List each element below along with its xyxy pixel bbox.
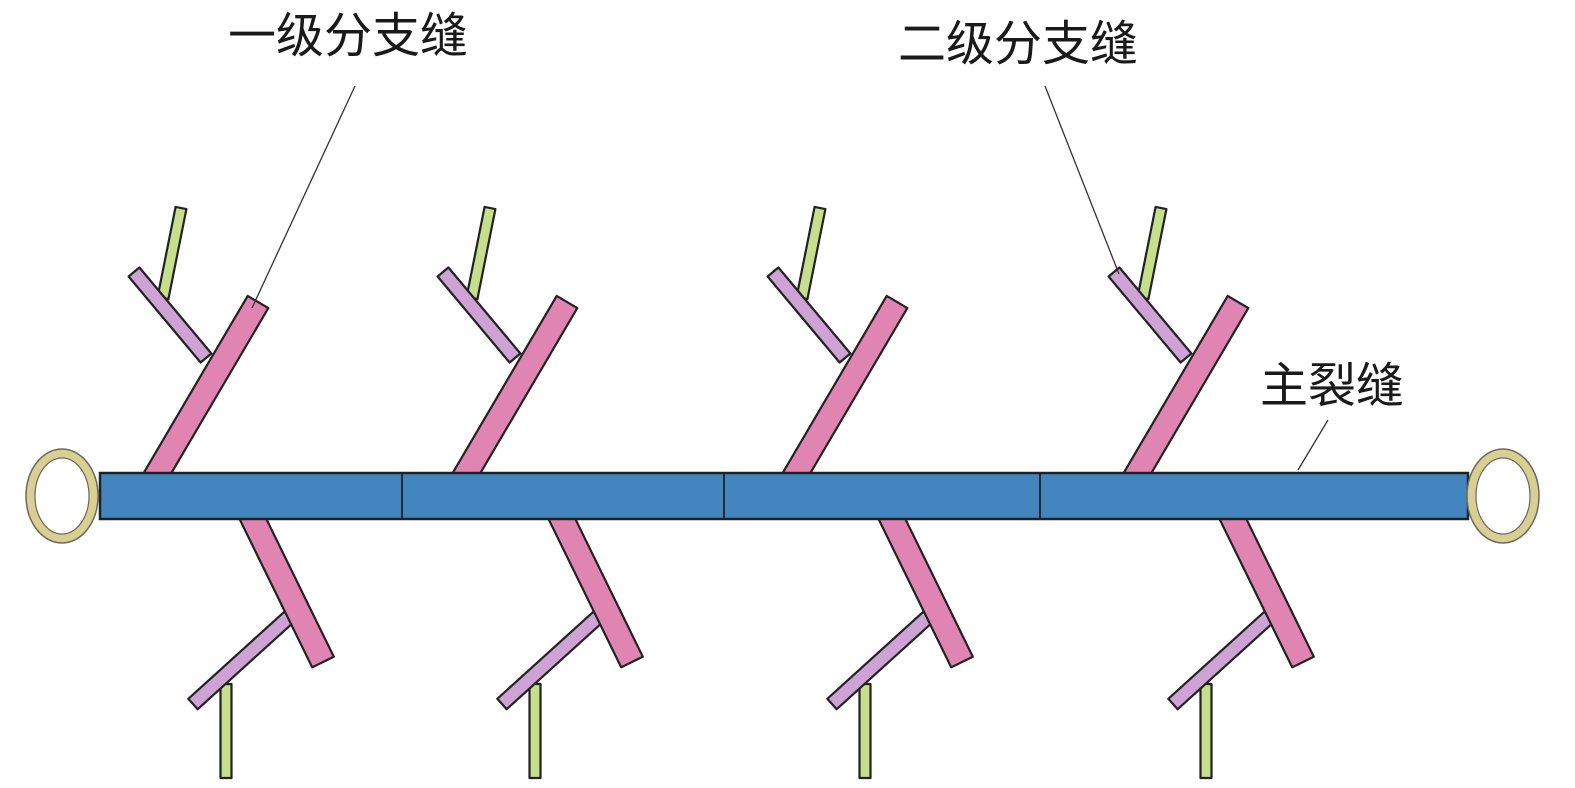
primary-branch-up	[781, 294, 909, 487]
tertiary-branch-up	[465, 205, 497, 301]
tertiary-branch-down	[528, 682, 542, 780]
leader-lines-layer	[251, 85, 1329, 471]
secondary-branch-down	[496, 610, 604, 711]
secondary-branch-down	[1167, 610, 1275, 711]
secondary-branch-label: 二级分支缝	[898, 16, 1138, 72]
main-fracture-leader	[1297, 419, 1329, 471]
tertiary-branch-down	[1199, 682, 1213, 780]
secondary-branch-up	[766, 266, 852, 364]
primary-branch-label: 一级分支缝	[228, 8, 468, 64]
fracture-group	[436, 205, 644, 780]
primary-branch-up	[1122, 294, 1250, 487]
secondary-branch-down	[187, 610, 295, 711]
tertiary-branch-down	[219, 682, 233, 780]
right-wellbore-hole	[1475, 457, 1531, 535]
secondary-branch-down	[826, 610, 934, 711]
secondary-branch-up	[127, 266, 213, 364]
wellbore-ends-layer	[25, 448, 1540, 544]
tertiary-branch-down	[858, 682, 872, 780]
secondary-branch-leader	[1044, 85, 1120, 275]
primary-branch-up	[451, 294, 579, 487]
left-wellbore-hole	[34, 457, 90, 535]
secondary-branch-up	[1107, 266, 1193, 364]
secondary-branch-up	[436, 266, 522, 364]
main-fracture-bar	[98, 471, 1470, 521]
main-fracture-label: 主裂缝	[1260, 358, 1404, 414]
tertiary-branch-up	[156, 205, 188, 301]
primary-branch-up	[142, 294, 270, 487]
tertiary-branch-up	[1136, 205, 1168, 301]
main-fracture-layer	[98, 471, 1470, 521]
primary-branch-leader	[251, 85, 356, 309]
tertiary-branch-up	[795, 205, 827, 301]
